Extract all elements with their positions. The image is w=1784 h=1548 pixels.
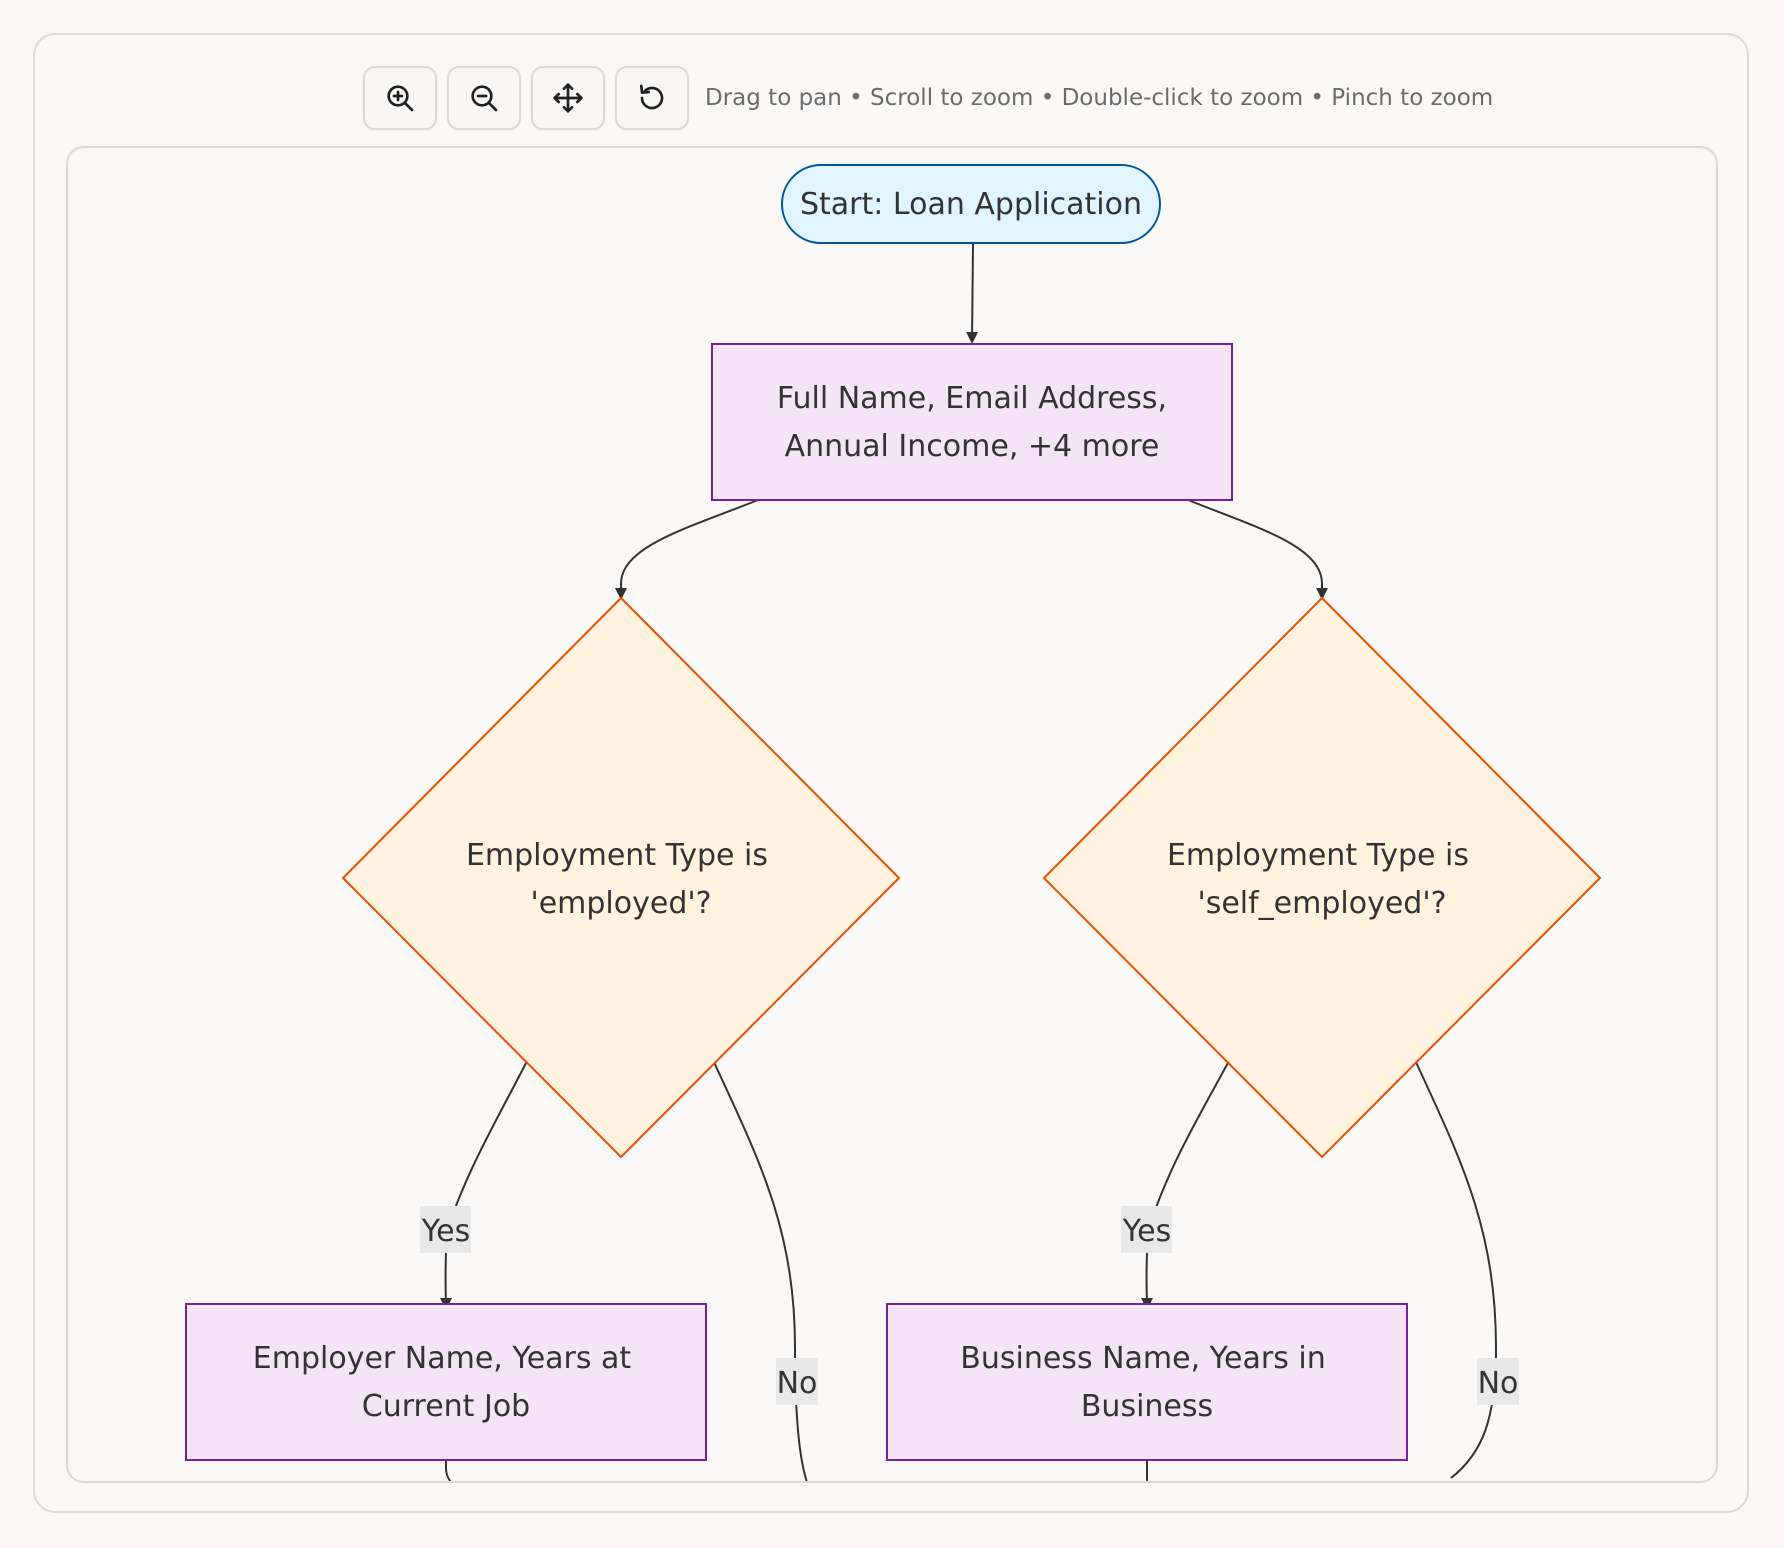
employer-node-line2: Current Job [362,1389,530,1424]
edge-employer-out [445,1460,452,1481]
decision-employed-line2: 'employed'? [530,886,711,921]
start-node-label: Start: Loan Application [800,187,1142,222]
edge-label-self-no-text: No [1478,1366,1519,1401]
edge-label-employed-no-text: No [777,1366,818,1401]
edge-label-self-no: No [1477,1358,1519,1405]
edge-label-self-yes-text: Yes [1122,1214,1171,1249]
reset-button[interactable] [615,66,689,130]
fields-node-line2: Annual Income, +4 more [785,429,1160,464]
edge-fields-to-employed [615,499,759,600]
move-icon [553,83,583,113]
diagram-canvas[interactable]: Start: Loan Application Full Name, Email… [66,146,1718,1483]
zoom-in-button[interactable] [363,66,437,130]
zoom-out-button[interactable] [447,66,521,130]
employer-node[interactable]: Employer Name, Years at Current Job [185,1303,707,1461]
decision-employed-node[interactable]: Employment Type is 'employed'? [341,596,901,1159]
edge-self-no [1414,1059,1498,1479]
reset-icon [640,84,664,110]
edge-label-employed-no: No [776,1358,818,1405]
edge-label-employed-yes-text: Yes [421,1214,470,1249]
decision-self-line1: Employment Type is [1167,838,1469,873]
interaction-hint: Drag to pan • Scroll to zoom • Double-cl… [705,85,1494,111]
decision-self-employed-node[interactable]: Employment Type is 'self_employed'? [1042,596,1602,1159]
edge-self-yes [1140,1060,1230,1310]
employer-node-line1: Employer Name, Years at [253,1341,632,1376]
zoom-out-icon [471,85,498,112]
edge-start-to-fields [966,243,979,344]
edge-label-employed-yes: Yes [420,1206,471,1253]
zoom-in-icon [387,85,414,112]
edge-employed-no [712,1059,808,1481]
edge-label-self-yes: Yes [1121,1206,1172,1253]
edge-employed-yes [439,1060,528,1310]
fields-node[interactable]: Full Name, Email Address, Annual Income,… [711,343,1233,501]
fields-node-line1: Full Name, Email Address, [777,381,1167,416]
business-node[interactable]: Business Name, Years in Business [886,1303,1408,1461]
start-node[interactable]: Start: Loan Application [781,164,1161,244]
zoom-toolbar: Drag to pan • Scroll to zoom • Double-cl… [363,66,1493,130]
pan-button[interactable] [531,66,605,130]
decision-employed-line1: Employment Type is [466,838,768,873]
flowchart: Start: Loan Application Full Name, Email… [185,164,1602,1481]
edge-fields-to-self [1187,499,1328,600]
decision-self-line2: 'self_employed'? [1197,886,1446,921]
business-node-line2: Business [1081,1389,1213,1424]
business-node-line1: Business Name, Years in [960,1341,1325,1376]
